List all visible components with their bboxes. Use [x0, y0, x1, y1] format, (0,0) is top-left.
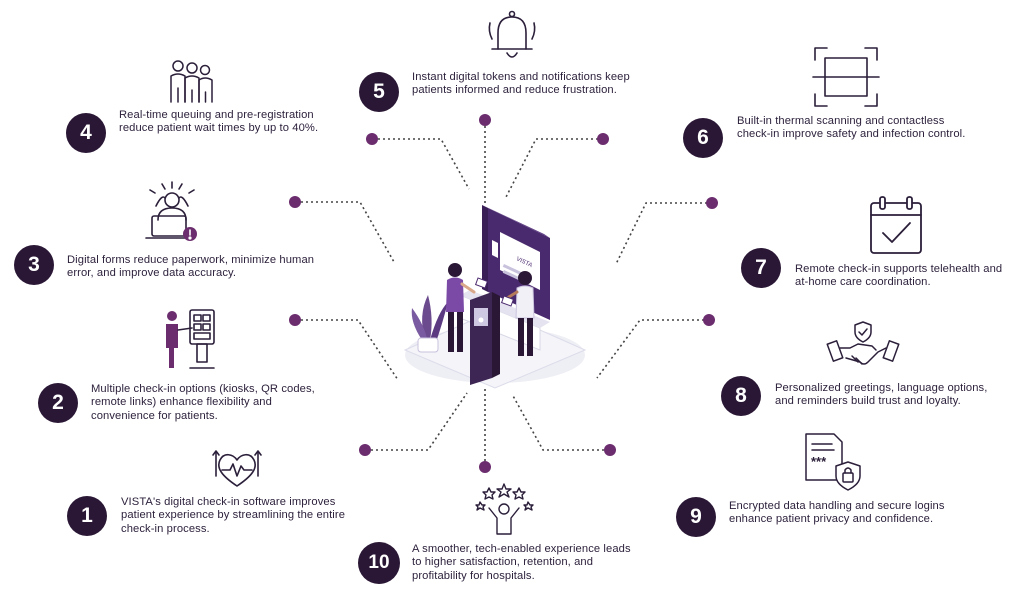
item-4-text: Real-time queuing and pre-registration r… — [119, 109, 319, 135]
svg-text:***: *** — [811, 454, 827, 469]
item-7-number: 7 — [741, 248, 781, 288]
item-2-text: Multiple check-in options (kiosks, QR co… — [91, 383, 315, 422]
item-2-number: 2 — [38, 383, 78, 423]
connector-dot — [289, 314, 301, 326]
item-9-text: Encrypted data handling and secure login… — [729, 500, 945, 526]
connector-dot — [289, 196, 301, 208]
secure-document-icon: *** — [804, 432, 866, 492]
bell-icon — [486, 9, 538, 63]
item-3-text: Digital forms reduce paperwork, minimize… — [67, 254, 315, 280]
item-10-text: A smoother, tech-enabled experience lead… — [412, 543, 631, 582]
kiosk-user-icon — [160, 306, 220, 372]
connector-dot — [366, 133, 378, 145]
connector-dot — [703, 314, 715, 326]
stars-person-icon — [475, 482, 534, 536]
item-8-number: 8 — [721, 376, 761, 416]
item-4-number: 4 — [66, 113, 106, 153]
kiosk-illustration: VISTA — [400, 200, 590, 390]
item-7-text: Remote check-in supports telehealth and … — [795, 263, 1003, 289]
item-9-number: 9 — [676, 497, 716, 537]
item-3-number: 3 — [14, 245, 54, 285]
heart-growth-icon — [212, 446, 262, 490]
scan-frame-icon — [812, 46, 880, 108]
queue-people-icon — [166, 58, 216, 106]
item-6-number: 6 — [683, 118, 723, 158]
connector-dot — [479, 114, 491, 126]
stressed-laptop-icon — [142, 180, 202, 244]
calendar-check-icon — [868, 195, 924, 257]
item-5-text: Instant digital tokens and notifications… — [412, 71, 630, 97]
item-1-number: 1 — [67, 496, 107, 536]
connector-dot — [604, 444, 616, 456]
connector-dot — [706, 197, 718, 209]
handshake-icon — [826, 320, 900, 370]
item-10-number: 10 — [358, 542, 400, 584]
connector-dot — [597, 133, 609, 145]
item-8-text: Personalized greetings, language options… — [775, 382, 988, 408]
item-5-number: 5 — [359, 72, 399, 112]
item-6-text: Built-in thermal scanning and contactles… — [737, 115, 966, 141]
connector-dot — [359, 444, 371, 456]
item-1-text: VISTA's digital check-in software improv… — [121, 496, 346, 535]
connector-dot — [479, 461, 491, 473]
